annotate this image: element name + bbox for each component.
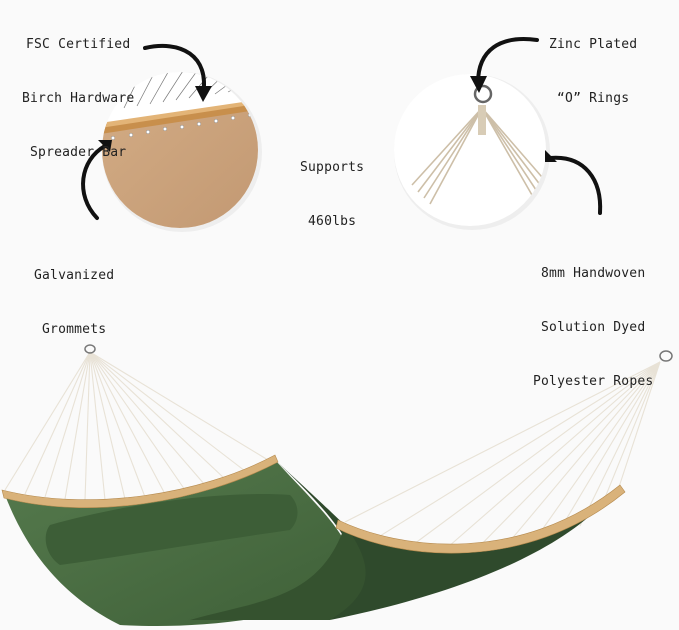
- callout-line: Polyester Ropes: [533, 374, 654, 389]
- arrow-icons: [81, 37, 603, 220]
- callout-line: FSC Certified: [26, 37, 131, 52]
- callout-line: Galvanized: [34, 268, 115, 283]
- hammock: [1, 344, 673, 626]
- ropes-callout: 8mm Handwoven Solution Dyed Polyester Ro…: [533, 229, 653, 409]
- callout-line: Grommets: [42, 322, 107, 337]
- supports-callout: Supports 460lbs: [300, 123, 364, 249]
- callout-line: 8mm Handwoven: [541, 266, 646, 281]
- callout-line: Spreader Bar: [30, 145, 127, 160]
- callout-line: Supports: [300, 160, 365, 175]
- callout-line: “O” Rings: [557, 91, 630, 106]
- callout-line: Birch Hardware: [22, 91, 135, 106]
- spreader-bar-callout: FSC Certified Birch Hardware Spreader Ba…: [22, 0, 134, 180]
- o-ring-detail: [394, 74, 550, 230]
- rings-callout: Zinc Plated “O” Rings: [549, 0, 637, 126]
- grommets-callout: Galvanized Grommets: [34, 231, 114, 357]
- callout-line: 460lbs: [308, 214, 357, 229]
- callout-line: Zinc Plated: [549, 37, 638, 52]
- callout-line: Solution Dyed: [541, 320, 646, 335]
